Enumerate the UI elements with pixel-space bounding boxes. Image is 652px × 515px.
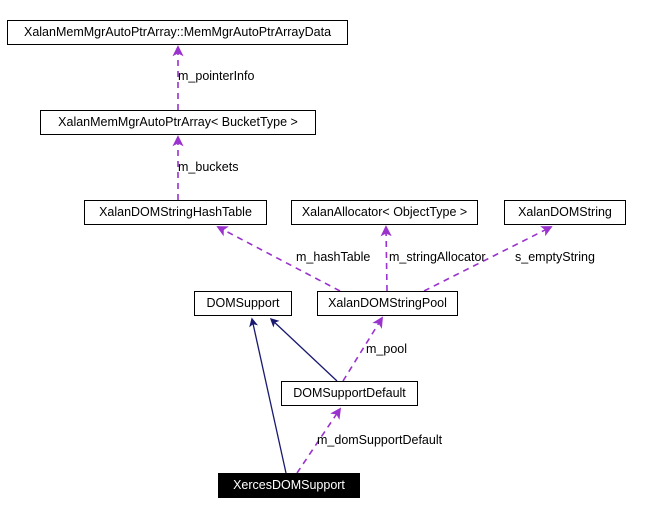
node-label: XalanMemMgrAutoPtrArray< BucketType > xyxy=(58,115,298,130)
node-label: XalanDOMString xyxy=(518,205,612,220)
edge-m-dom-support-default xyxy=(296,407,342,474)
node-label: XalanDOMStringHashTable xyxy=(99,205,252,220)
node-label: XercesDOMSupport xyxy=(233,478,345,493)
edge-m-hash-table xyxy=(216,226,341,292)
node-label: DOMSupportDefault xyxy=(293,386,406,401)
node-label: DOMSupport xyxy=(206,296,280,311)
node-label: XalanDOMStringPool xyxy=(328,296,447,311)
edge-s-empty-string xyxy=(423,226,553,292)
node-label: XalanAllocator< ObjectType > xyxy=(301,205,468,220)
edge-inherit-domsupportdefault-domsupport xyxy=(269,317,338,382)
node-domsupportdefault[interactable]: DOMSupportDefault xyxy=(281,381,418,406)
edge-m-pool xyxy=(342,316,383,382)
node-xalandomstringhashtable[interactable]: XalanDOMStringHashTable xyxy=(84,200,267,225)
edge-label-s-empty-string: s_emptyString xyxy=(515,250,595,264)
edge-label-m-hash-table: m_hashTable xyxy=(296,250,371,264)
edge-label-m-buckets: m_buckets xyxy=(178,160,239,174)
node-label: XalanMemMgrAutoPtrArray::MemMgrAutoPtrAr… xyxy=(23,25,332,40)
node-xalandomstring[interactable]: XalanDOMString xyxy=(504,200,626,225)
node-domsupport[interactable]: DOMSupport xyxy=(194,291,292,316)
node-xalanallocator-objecttype[interactable]: XalanAllocator< ObjectType > xyxy=(291,200,478,225)
edge-label-m-dom-support-default: m_domSupportDefault xyxy=(317,433,443,447)
edge-inherit-xercesdomsupport-domsupport xyxy=(249,317,287,474)
edge-m-string-allocator xyxy=(380,225,392,292)
edge-label-m-pointer-info: m_pointerInfo xyxy=(178,69,255,83)
node-xalanmemmgrautoptrarray-memmgrautoptrarraydata[interactable]: XalanMemMgrAutoPtrArray::MemMgrAutoPtrAr… xyxy=(7,20,348,45)
node-xalanmemmgrautoptrarray-buckettype[interactable]: XalanMemMgrAutoPtrArray< BucketType > xyxy=(40,110,316,135)
node-xercesdomsupport[interactable]: XercesDOMSupport xyxy=(218,473,360,498)
node-xalandomstringpool[interactable]: XalanDOMStringPool xyxy=(317,291,458,316)
edge-label-m-string-allocator: m_stringAllocator xyxy=(389,250,486,264)
edge-label-m-pool: m_pool xyxy=(366,342,407,356)
